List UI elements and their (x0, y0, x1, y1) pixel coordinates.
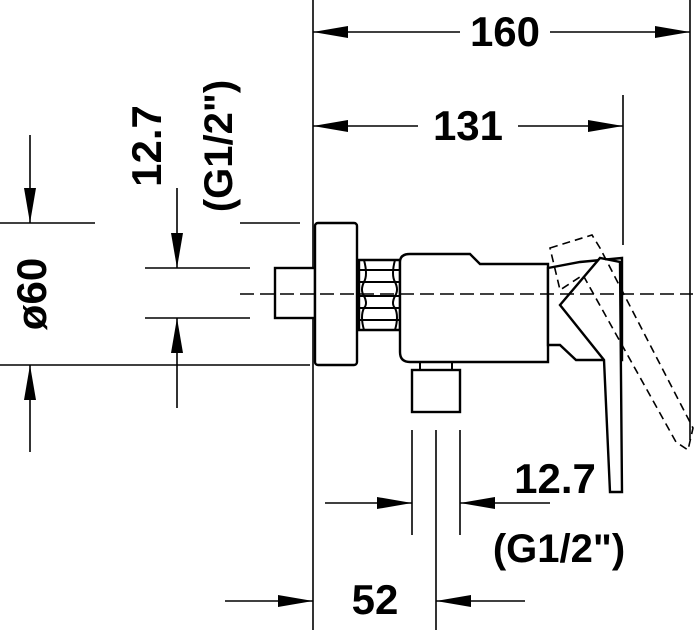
arrow-outlet-left (377, 497, 412, 509)
wall-flange (313, 221, 359, 367)
arrow-131-right (588, 120, 623, 132)
arrow-inlet-bottom (171, 318, 183, 353)
dim-label-inlet-top-thread: (G1/2") (197, 80, 241, 212)
hex-nut-curve-right (392, 259, 398, 331)
hex-nut-curve-left (361, 259, 367, 331)
outlet-connector (410, 368, 462, 414)
dim-label-131: 131 (433, 102, 503, 149)
arrow-160-right (655, 26, 690, 38)
dimension-diameter: ø60 (0, 135, 310, 452)
arrow-dia-bottom (24, 365, 36, 400)
dim-label-inlet-top: 12.7 (123, 105, 170, 187)
mixer-body (273, 221, 694, 494)
valve-body (398, 252, 550, 364)
arrow-52-right (436, 595, 471, 607)
dimension-inlet-top: 12.7 (G1/2") (123, 80, 300, 408)
dimension-outlet-bottom: 12.7 (G1/2") (325, 430, 625, 630)
arrow-52-left (278, 595, 313, 607)
dim-label-diameter: ø60 (8, 258, 55, 330)
dim-label-160: 160 (470, 8, 540, 55)
dim-label-52: 52 (352, 576, 399, 623)
arrow-dia-top (24, 188, 36, 223)
dim-label-outlet-thread: (G1/2") (493, 527, 625, 571)
dimension-131: 131 (313, 95, 624, 245)
arrow-131-left (313, 120, 348, 132)
dim-label-outlet: 12.7 (514, 455, 596, 502)
lever-alternate-position (549, 234, 694, 452)
dimension-52: 52 (225, 576, 525, 623)
dimension-160: 160 (312, 0, 691, 630)
hex-nut-detail (359, 269, 400, 321)
arrow-160-left (313, 26, 348, 38)
inlet-stub (273, 266, 317, 320)
arrow-inlet-top (171, 233, 183, 268)
arrow-outlet-right (460, 497, 495, 509)
